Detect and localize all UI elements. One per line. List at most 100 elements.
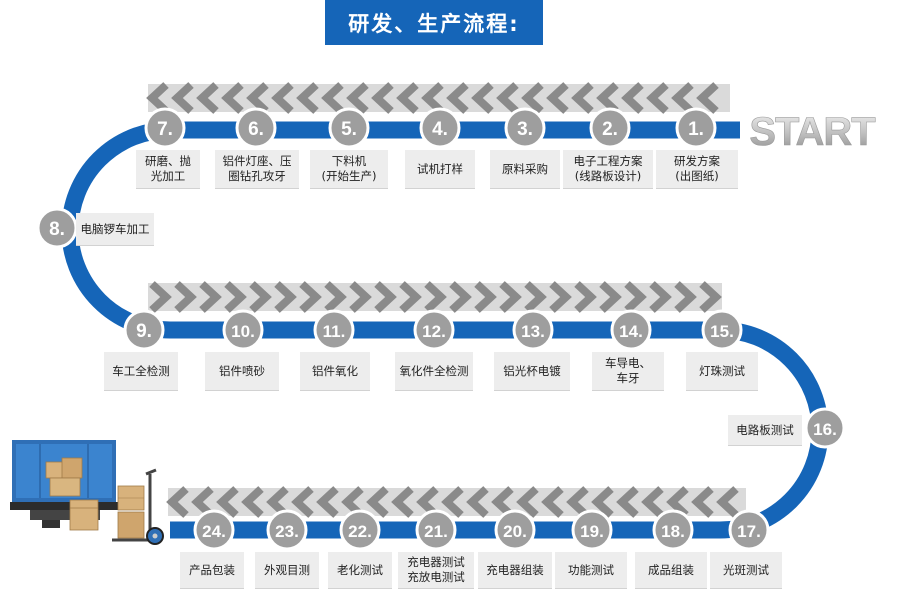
step-label-text: 原料采购 [502,161,548,176]
step-label-text: 灯珠测试 [699,363,745,378]
step-label-text: 外观目测 [264,562,310,577]
step-number: 20. [503,522,527,541]
chevron-arrow [316,486,339,518]
step-label-text: 充电器测试 充放电测试 [407,555,465,584]
step-circle [589,107,631,149]
step-label-text: 铝件氧化 [312,363,358,378]
chevron-arrow [296,82,319,114]
step-label-text: 下料机 (开始生产) [321,154,377,183]
step-number: 21. [424,522,448,541]
chevron-arrow [349,281,372,313]
step-number: 11. [323,322,346,341]
step-8: 8. [36,207,78,249]
step-circle [415,509,457,551]
step-number: 18. [661,522,685,541]
start-text: START [749,110,875,154]
step-label-text: 产品包装 [189,562,235,577]
chevron-arrow [146,82,169,114]
step-number: 22. [348,522,372,541]
step-label-text: 车导电、 车牙 [605,356,651,385]
step-label-20: 充电器组装 [478,552,552,588]
step-number: 15. [710,322,734,341]
chevron-arrow [424,281,447,313]
chevron-arrow [641,486,664,518]
step-label-9: 车工全检测 [104,352,178,390]
chevron-arrow [571,82,594,114]
step-label-text: 充电器组装 [486,562,544,577]
step-circle [512,309,554,351]
chevron-arrow [216,486,239,518]
step-2: 2. [589,107,631,149]
step-label-text: 电子工程方案 (线路板设计) [573,154,643,183]
step-label-text: 功能测试 [568,562,614,577]
chevron-arrow [171,82,194,114]
step-number: 8. [49,219,65,240]
step-label-5: 下料机 (开始生产) [310,150,388,188]
step-23: 23. [266,509,308,551]
step-label-19: 功能测试 [555,552,627,588]
chevron-arrow [446,82,469,114]
chevron-arrow [321,82,344,114]
step-10: 10. [222,309,264,351]
step-number: 13. [521,322,545,341]
chevron-arrow [324,281,347,313]
chevron-arrow [371,82,394,114]
step-number: 6. [248,119,264,140]
chevron-band-row1 [146,82,730,114]
step-number: 7. [157,119,173,140]
chevron-arrow [174,281,197,313]
chevron-arrow [496,82,519,114]
chevron-arrow [221,82,244,114]
chevron-arrow [591,486,614,518]
step-18: 18. [652,509,694,551]
step-circle [571,509,613,551]
chevron-arrow [549,281,572,313]
step-circle [610,309,652,351]
step-circle [222,309,264,351]
step-label-22: 老化测试 [328,552,392,588]
step-12: 12. [413,309,455,351]
step-label-13: 铝光杯电镀 [494,352,570,390]
step-circle [652,509,694,551]
chevron-arrow [441,486,464,518]
chevron-arrow [621,82,644,114]
step-label-text: 电脑锣车加工 [80,221,150,236]
step-13: 13. [512,309,554,351]
chevron-arrow [491,486,514,518]
step-circle [123,309,165,351]
chevron-arrow [291,486,314,518]
step-number: 24. [202,522,226,541]
step-20: 20. [494,509,536,551]
hand-truck-icon [112,468,164,545]
step-label-23: 外观目测 [255,552,319,588]
chevron-arrow [474,281,497,313]
step-label-8: 电脑锣车加工 [76,213,154,245]
step-15: 15. [701,309,743,351]
step-label-text: 老化测试 [337,562,383,577]
chevron-arrow [274,281,297,313]
chevron-arrow [671,82,694,114]
chevron-arrow [574,281,597,313]
chevron-arrow [366,486,389,518]
step-label-text: 车工全检测 [112,363,170,378]
step-17: 17. [728,509,770,551]
step-circle [804,407,846,449]
step-11: 11. [313,309,355,351]
step-label-text: 研磨、抛 光加工 [145,154,191,183]
step-circle [328,107,370,149]
step-22: 22. [339,509,381,551]
step-circle [413,309,455,351]
step-21: 21. [415,509,457,551]
step-label-text: 铝件灯座、压 圈钻孔攻牙 [222,154,292,183]
chevron-arrow [166,486,189,518]
chevron-arrow [566,486,589,518]
step-7: 7. [144,107,186,149]
step-label-12: 氧化件全检测 [395,352,473,390]
step-number: 12. [422,322,446,341]
step-label-15: 灯珠测试 [686,352,758,390]
chevron-arrow [449,281,472,313]
step-label-4: 试机打样 [405,150,475,188]
step-number: 23. [275,522,299,541]
step-circle [339,509,381,551]
chevron-arrow [241,486,264,518]
